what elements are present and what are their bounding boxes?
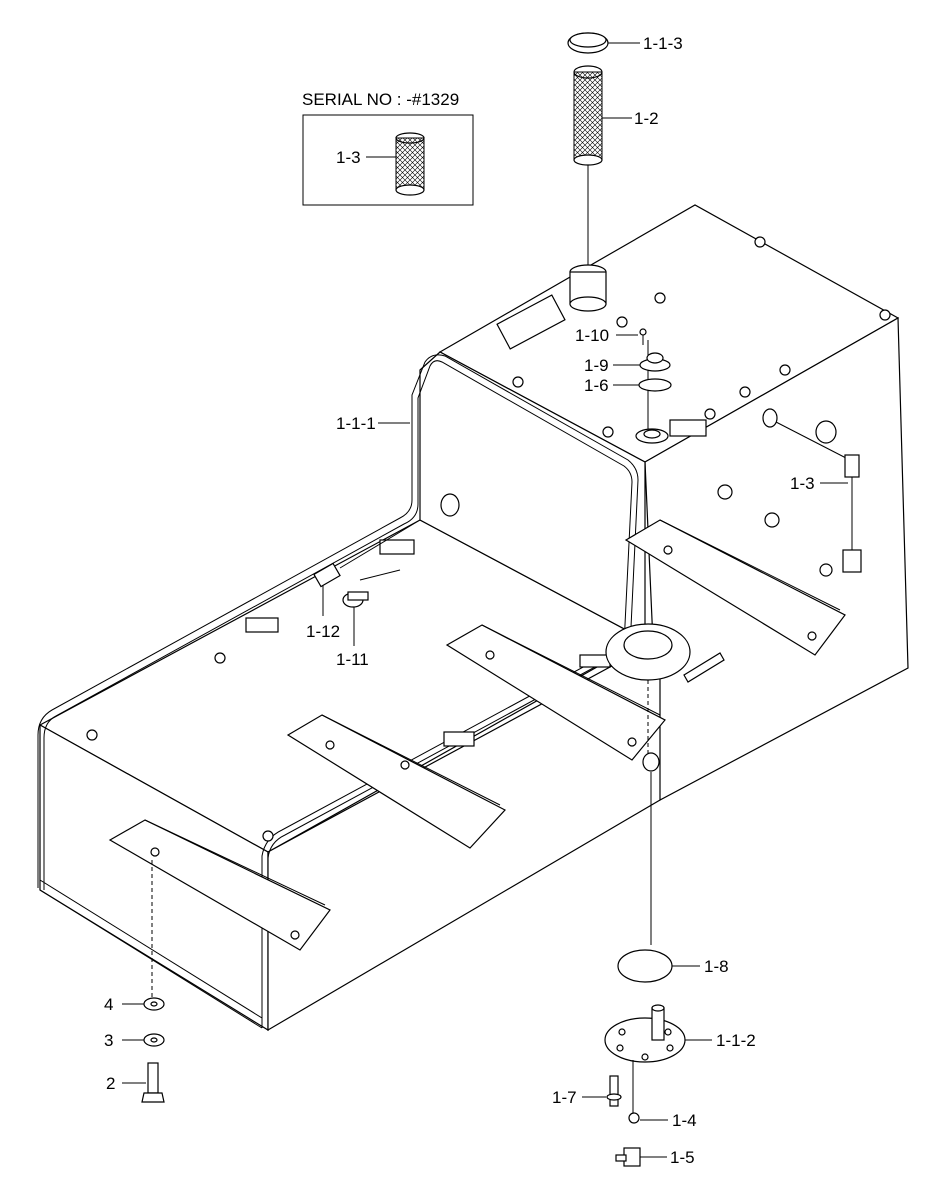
fuel-tank-body — [37, 204, 909, 1032]
label-1-10: 1-10 — [575, 326, 609, 345]
valve-1-5-icon — [615, 1147, 641, 1167]
label-1-11: 1-11 — [336, 650, 369, 669]
strainer-small-icon — [395, 132, 425, 196]
gauge-port-icon — [635, 428, 669, 444]
label-3: 3 — [104, 1031, 113, 1050]
nut-1-4-icon — [628, 1112, 640, 1124]
gasket-1-8-icon — [617, 949, 673, 983]
screw-1-10-icon — [639, 328, 647, 345]
washer-3-icon — [143, 1033, 165, 1047]
label-1-1-2: 1-1-2 — [716, 1031, 756, 1050]
vent-rod-assembly — [762, 408, 862, 573]
washer-4-icon — [143, 997, 165, 1011]
label-1-7: 1-7 — [552, 1088, 577, 1107]
rail-back-right — [624, 519, 846, 656]
label-1-2: 1-2 — [634, 109, 659, 128]
label-4: 4 — [104, 995, 113, 1014]
serial-inset-box: 1-3 — [302, 114, 474, 206]
gasket-1-6-icon — [638, 378, 672, 392]
level-gauge-assembly — [613, 328, 672, 444]
filler-neck-icon — [569, 264, 607, 312]
label-1-8: 1-8 — [704, 957, 729, 976]
mounting-rails — [108, 519, 846, 951]
suction-port — [605, 623, 725, 945]
plug-1-11-icon — [342, 591, 369, 608]
serial-box-title: SERIAL NO : -#1329 — [302, 90, 460, 109]
rail-middle-left — [286, 714, 506, 849]
filler-cap-icon — [567, 32, 609, 54]
label-1-3-inset: 1-3 — [336, 148, 361, 167]
label-1-3: 1-3 — [790, 474, 815, 493]
bosses — [86, 236, 891, 842]
rail-front-left — [108, 819, 331, 951]
label-1-4: 1-4 — [672, 1111, 697, 1130]
cover-plate-1-1-2-icon — [604, 1004, 686, 1063]
bolt-1-7-icon — [606, 1075, 622, 1107]
rail-middle-right — [445, 624, 666, 761]
label-1-1-3: 1-1-3 — [643, 34, 683, 53]
label-1-1-1: 1-1-1 — [336, 414, 376, 433]
strainer-icon — [573, 65, 603, 166]
label-1-5: 1-5 — [670, 1148, 695, 1167]
fitting-1-12-icon — [313, 562, 341, 588]
label-1-12: 1-12 — [306, 622, 340, 641]
label-2: 2 — [106, 1074, 115, 1093]
bolt-2-icon — [141, 1062, 165, 1103]
bottom-parts — [582, 949, 712, 1167]
filler-assembly — [567, 32, 640, 312]
drain-fittings — [313, 493, 460, 646]
mounting-hardware — [122, 860, 165, 1103]
label-1-6: 1-6 — [584, 376, 609, 395]
label-1-9: 1-9 — [584, 356, 609, 375]
